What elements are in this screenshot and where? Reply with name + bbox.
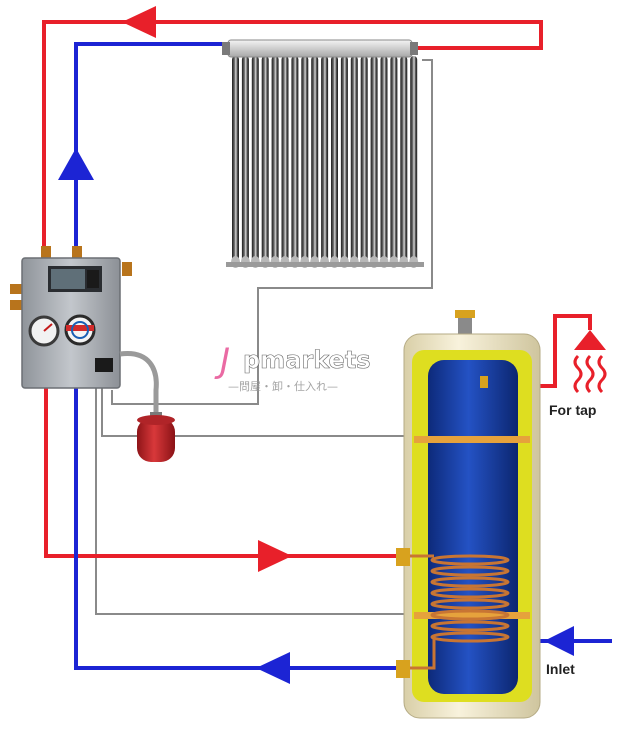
evacuated-tube bbox=[400, 56, 408, 264]
evacuated-tube bbox=[340, 56, 348, 264]
pump-dial-ring bbox=[71, 321, 89, 339]
evacuated-tube bbox=[271, 56, 279, 264]
controller-fitting-left-2 bbox=[10, 300, 22, 310]
controller-fitting-red bbox=[41, 246, 51, 260]
heat-exchanger-coil bbox=[410, 554, 510, 670]
evacuated-tube bbox=[311, 56, 319, 264]
coil-outlet-pipe bbox=[410, 637, 436, 670]
coil-loop bbox=[430, 587, 510, 599]
collector-bottom-rail bbox=[226, 262, 424, 267]
controller-fitting-blue bbox=[72, 246, 82, 260]
evacuated-tube bbox=[380, 56, 388, 264]
evacuated-tube bbox=[291, 56, 299, 264]
hot-outlet-elbow bbox=[480, 376, 488, 388]
controller-switch bbox=[95, 358, 113, 372]
watermark: J pmarkets —問屋・卸・仕入れ— bbox=[214, 341, 371, 393]
evacuated-tube bbox=[281, 56, 289, 264]
coil-loop bbox=[430, 631, 510, 643]
tank-bottom-sensor-wire bbox=[95, 388, 412, 615]
tank-top-valve bbox=[455, 310, 475, 318]
inlet-label: Inlet bbox=[546, 661, 575, 677]
coil-loop bbox=[430, 554, 510, 566]
manifold-cap-left bbox=[222, 42, 230, 55]
arrow-left-inlet-blue bbox=[544, 626, 574, 656]
expansion-hose bbox=[119, 351, 159, 416]
evacuated-tube bbox=[370, 56, 378, 264]
collector-to-controller-hot-pipe bbox=[42, 20, 543, 258]
controller-fitting-right bbox=[122, 262, 132, 276]
tank-top-sensor-wire bbox=[101, 388, 412, 437]
tank-inner-vessel bbox=[428, 360, 518, 694]
tap-hot-pipe bbox=[535, 314, 592, 388]
collector-sensor-wire bbox=[111, 59, 433, 405]
controller-to-collector-cold-pipe bbox=[74, 42, 232, 258]
arrow-left-top-red bbox=[122, 6, 156, 38]
sensor-wires bbox=[95, 59, 433, 615]
evacuated-tube bbox=[390, 56, 398, 264]
tank-fitting-hot-in bbox=[396, 548, 410, 566]
for-tap-label: For tap bbox=[549, 402, 596, 418]
watermark-brand-j: J bbox=[214, 341, 230, 381]
evacuated-tube bbox=[331, 56, 338, 264]
manifold-cap-right bbox=[410, 42, 418, 55]
tank-divider-top bbox=[414, 436, 530, 443]
collector-manifold bbox=[227, 39, 413, 58]
evacuated-tube bbox=[360, 56, 368, 264]
coil-loop bbox=[430, 598, 510, 610]
tank-fitting-cold-out bbox=[396, 660, 410, 678]
evacuated-tube bbox=[321, 56, 329, 264]
arrow-up-blue bbox=[58, 148, 94, 180]
controller-to-tank-hot-pipe bbox=[44, 388, 402, 558]
evacuated-tube bbox=[350, 56, 358, 264]
evacuated-tube bbox=[410, 56, 418, 264]
solar-collector bbox=[222, 39, 424, 268]
pump-dial-red-band bbox=[66, 325, 94, 331]
pressure-gauge-needle bbox=[43, 323, 53, 332]
coil-loop bbox=[430, 576, 510, 588]
evacuated-tubes bbox=[231, 56, 419, 268]
arrow-up-tap-red bbox=[574, 330, 606, 350]
evacuated-tube bbox=[301, 56, 309, 264]
expansion-vessel bbox=[137, 412, 175, 462]
watermark-brand-rest: pmarkets bbox=[243, 346, 371, 374]
watermark-subtitle: —問屋・卸・仕入れ— bbox=[228, 379, 338, 393]
coil-loop bbox=[430, 565, 510, 577]
storage-tank bbox=[396, 310, 541, 719]
tank-to-controller-cold-pipe bbox=[74, 388, 402, 670]
coil-loop bbox=[430, 609, 510, 621]
evacuated-tube bbox=[232, 56, 239, 264]
controller-keypad bbox=[87, 270, 99, 288]
arrow-left-blue bbox=[256, 652, 290, 684]
coil-loop bbox=[430, 620, 510, 632]
evacuated-tube bbox=[251, 56, 259, 264]
tank-divider-bottom bbox=[414, 612, 530, 619]
heat-waves-icon bbox=[573, 354, 607, 394]
evacuated-tube bbox=[241, 56, 249, 264]
evacuated-tube bbox=[261, 56, 269, 264]
flow-arrows bbox=[58, 6, 606, 684]
controller-display bbox=[51, 269, 85, 289]
pump-station-controller bbox=[10, 246, 132, 389]
arrow-right-red bbox=[258, 540, 292, 572]
controller-fitting-left bbox=[10, 284, 22, 294]
